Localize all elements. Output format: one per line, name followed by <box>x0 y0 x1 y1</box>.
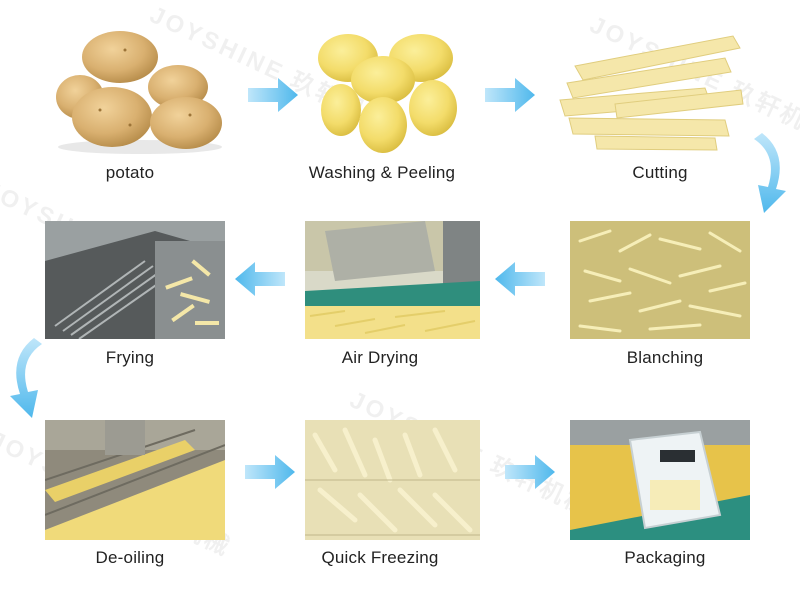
step-potato: potato <box>0 0 270 200</box>
arrow-right-icon <box>248 78 298 112</box>
packaging-image <box>570 420 750 540</box>
step-label: Washing & Peeling <box>308 163 456 182</box>
step-label: De-oiling <box>95 548 165 567</box>
step-label: Quick Freezing <box>321 548 439 567</box>
cut-potato-strips-image <box>555 28 745 153</box>
arrow-right-icon <box>505 455 555 489</box>
step-label: Cutting <box>632 163 688 182</box>
step-de-oiling: De-oiling <box>0 400 270 600</box>
arrow-curved-down-icon <box>4 338 44 418</box>
step-cutting: Cutting <box>550 0 800 200</box>
arrow-left-icon <box>495 262 545 296</box>
arrow-right-icon <box>245 455 295 489</box>
step-label: Air Drying <box>341 348 419 367</box>
arrow-right-icon <box>485 78 535 112</box>
step-washing-peeling: Washing & Peeling <box>280 0 520 200</box>
step-air-drying: Air Drying <box>280 205 520 380</box>
arrow-left-icon <box>235 262 285 296</box>
step-label: Frying <box>105 348 155 367</box>
peeled-potato-image <box>313 30 458 155</box>
quick-freezing-image <box>305 420 480 540</box>
step-label: Packaging <box>624 548 706 567</box>
step-quick-freezing: Quick Freezing <box>280 400 520 600</box>
air-drying-image <box>305 221 480 339</box>
step-blanching: Blanching <box>550 205 800 380</box>
step-packaging: Packaging <box>550 400 800 600</box>
arrow-curved-down-icon <box>752 133 792 213</box>
step-label: Blanching <box>626 348 704 367</box>
de-oiling-image <box>45 420 225 540</box>
potato-image <box>50 25 230 155</box>
step-frying: Frying <box>0 205 270 380</box>
fryer-image <box>45 221 225 339</box>
step-label: potato <box>105 163 155 182</box>
blanching-image <box>570 221 750 339</box>
